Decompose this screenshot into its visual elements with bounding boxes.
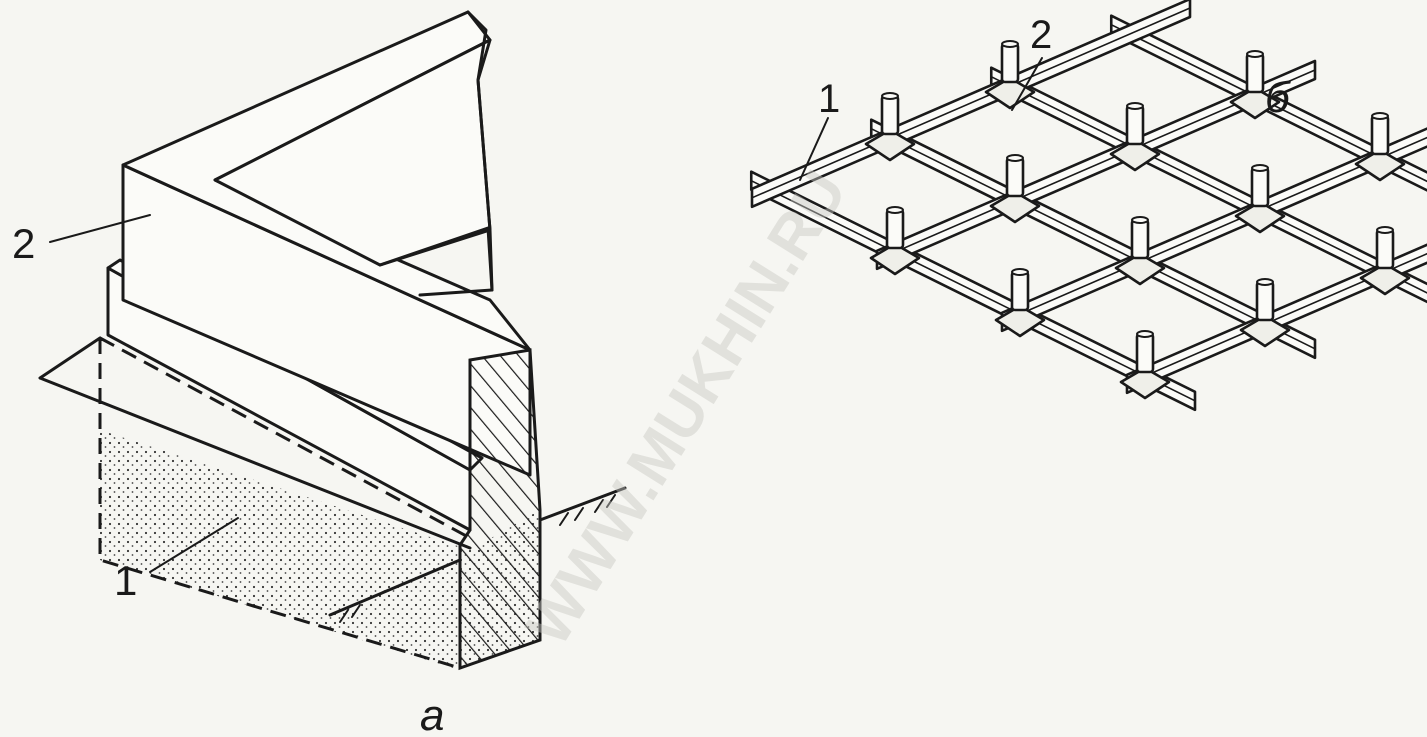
callout-2-label-left: 2 xyxy=(12,220,35,267)
tie-beam-col-0-ridge xyxy=(751,7,1191,199)
column-stub-8 xyxy=(1250,166,1270,208)
column-stub-1 xyxy=(1000,42,1020,84)
ground-hatch-marks-left xyxy=(339,604,361,623)
callout-2-label-right: 2 xyxy=(1030,13,1052,57)
footing-pad-12 xyxy=(1359,262,1411,296)
footing-pad-2 xyxy=(869,242,921,276)
column-stub-0 xyxy=(880,94,900,136)
column-stub-2 xyxy=(885,208,905,250)
wall-rear-ledge xyxy=(378,226,494,297)
column-top-1 xyxy=(1001,40,1019,48)
caption-b: б xyxy=(1265,73,1292,122)
column-top-9 xyxy=(1371,112,1389,120)
column-top-3 xyxy=(1006,154,1024,162)
column-top-0 xyxy=(881,92,899,100)
callout-1-leader xyxy=(149,517,239,573)
column-stub-10 xyxy=(1135,332,1155,374)
tie-beam-row-3-ridge xyxy=(1110,23,1427,183)
callout-2-leader xyxy=(49,214,151,243)
column-stub-4 xyxy=(1125,104,1145,146)
column-stub-11 xyxy=(1255,280,1275,322)
column-top-2 xyxy=(886,206,904,214)
trench-outline xyxy=(98,336,471,670)
footing-pad-10 xyxy=(1119,366,1171,400)
strip-foundation-figure: 2 1 а xyxy=(12,10,627,737)
footing-pad-1 xyxy=(984,76,1036,110)
grid-foundation-figure xyxy=(749,0,1427,412)
sand-bedding xyxy=(100,430,540,670)
ground-line-right xyxy=(538,486,627,522)
tie-beam-row-1-ridge xyxy=(870,127,1316,350)
footing-pad-4 xyxy=(1109,138,1161,172)
column-top-6 xyxy=(1011,268,1029,276)
callout-2-right-leader xyxy=(1011,57,1043,111)
column-top-7 xyxy=(1131,216,1149,224)
section-hatch xyxy=(458,348,542,671)
column-top-5 xyxy=(1246,50,1264,58)
column-stub-6 xyxy=(1010,270,1030,312)
column-top-8 xyxy=(1251,164,1269,172)
footing-pad-5 xyxy=(1229,86,1281,120)
callout-1-right-leader xyxy=(799,117,829,181)
footing-pad-9 xyxy=(1354,148,1406,182)
tie-beam-row-0-ridge xyxy=(750,179,1196,402)
ground-hatch-marks xyxy=(559,494,616,526)
footing-pad-6 xyxy=(994,304,1046,338)
footing-pad-3 xyxy=(989,190,1041,224)
footing-pad-0 xyxy=(864,128,916,162)
callout-1-label-right: 1 xyxy=(818,77,840,121)
footing-pad-8 xyxy=(1234,200,1286,234)
column-top-12 xyxy=(1376,226,1394,234)
tie-beam-row-2-ridge xyxy=(990,75,1427,294)
column-stub-9 xyxy=(1370,114,1390,156)
column-top-4 xyxy=(1126,102,1144,110)
footing-pad-11 xyxy=(1239,314,1291,348)
column-stub-7 xyxy=(1130,218,1150,260)
footing-pad-7 xyxy=(1114,252,1166,286)
column-top-11 xyxy=(1256,278,1274,286)
column-top-10 xyxy=(1136,330,1154,338)
callout-1-label-left: 1 xyxy=(114,557,137,604)
watermark: WWW.MUKHIN.RU xyxy=(513,159,860,657)
caption-a: а xyxy=(420,691,444,737)
column-stub-3 xyxy=(1005,156,1025,198)
tie-beam-col-3-ridge xyxy=(1126,252,1427,385)
column-stub-5 xyxy=(1245,52,1265,94)
ground-line-left xyxy=(328,558,462,617)
column-stub-12 xyxy=(1375,228,1395,270)
